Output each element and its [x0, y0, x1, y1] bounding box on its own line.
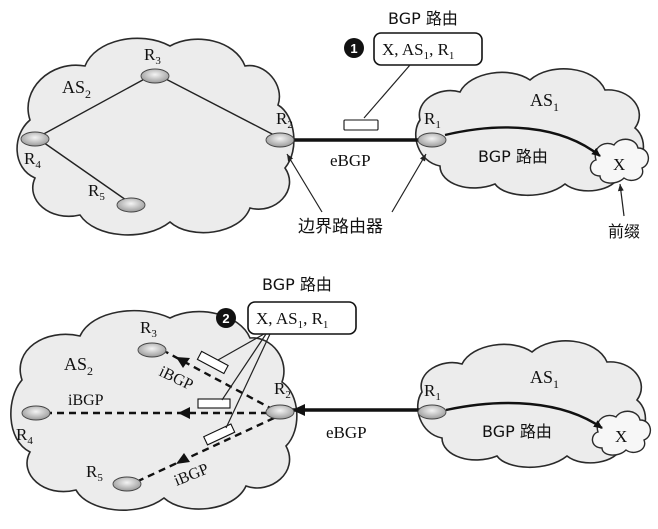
router-r3-top: [140, 68, 170, 84]
ibgp-arrow-r4: [178, 407, 190, 419]
route-box-pointer-r5: [225, 333, 271, 429]
prefix-cloud-bottom: [591, 410, 651, 456]
r2-label-bottom: R2: [274, 379, 291, 401]
bgp-route-arrow-bottom: [445, 401, 603, 429]
link-r3-r2-top: [159, 75, 275, 136]
route-box-pointer-r3: [217, 333, 265, 361]
route-title-top: BGP 路由: [388, 9, 458, 28]
ebgp-label-top: eBGP: [330, 151, 371, 170]
ibgp-arrow-r3: [176, 357, 190, 368]
ebgp-label-bottom: eBGP: [326, 423, 367, 442]
route-packet-r4: [197, 398, 231, 409]
route-packet-r5: [202, 423, 236, 446]
route-box-pointer-top: [363, 64, 411, 119]
as1-label-bottom: AS1: [530, 367, 559, 391]
as2-label-bottom: AS2: [64, 354, 93, 378]
route-packet-top: [343, 119, 379, 131]
router-r2-top: [265, 132, 295, 148]
ibgp-arrow-r5: [176, 453, 190, 464]
as2-cloud-bottom: [10, 309, 298, 511]
r1-label-bottom: R1: [424, 381, 441, 403]
bgp-route-label-top: BGP 路由: [478, 147, 548, 166]
route-box-bottom: [247, 301, 357, 335]
route-title-bottom: BGP 路由: [262, 275, 332, 294]
step-badge-2: [216, 308, 236, 328]
r4-label-bottom: R4: [16, 425, 33, 447]
r3-label-top: R3: [144, 45, 161, 67]
prefix-label: 前缀: [608, 222, 640, 241]
route-box-text-top: X, AS1, R1: [382, 40, 454, 62]
route-box-text-bottom: X, AS1, R1: [256, 309, 328, 331]
router-r4-bottom: [21, 405, 51, 421]
r2-label-top: R2: [276, 109, 293, 131]
prefix-pointer: [617, 183, 625, 217]
r5-label-bottom: R5: [86, 462, 103, 484]
ibgp-label-mid-branch: iBGP: [68, 392, 104, 409]
step-badge-1: [344, 38, 364, 58]
router-r1-top: [417, 132, 447, 148]
border-router-label: 边界路由器: [298, 217, 383, 237]
r4-label-top: R4: [24, 149, 41, 171]
router-r4-top: [20, 131, 50, 147]
as1-label-top: AS1: [530, 90, 559, 114]
step-badge-1-text: 1: [350, 41, 357, 56]
border-router-pointer-r1: [391, 153, 427, 213]
ebgp-arrow-bottom: [292, 404, 305, 416]
prefix-x-bottom: X: [615, 427, 627, 446]
r3-label-bottom: R3: [140, 318, 157, 340]
router-r2-bottom: [265, 404, 295, 420]
as2-label-top: AS2: [62, 77, 91, 101]
prefix-x-top: X: [613, 155, 625, 174]
router-r1-bottom: [417, 404, 447, 420]
router-r5-top: [116, 197, 146, 213]
route-packet-r3: [196, 350, 229, 375]
router-r3-bottom: [137, 342, 167, 358]
ibgp-link-r2-r5: [135, 416, 275, 484]
prefix-cloud-top: [589, 138, 649, 184]
route-box-top: [373, 32, 483, 66]
as2-cloud-top: [16, 37, 295, 236]
r1-label-top: R1: [424, 109, 441, 131]
router-r5-bottom: [112, 476, 142, 492]
link-r3-r4-top: [39, 75, 151, 137]
route-box-pointer-r4: [221, 333, 267, 401]
bgp-route-arrow-top: [444, 126, 601, 157]
link-r4-r5-top: [39, 139, 127, 201]
r5-label-top: R5: [88, 181, 105, 203]
bgp-route-label-bottom: BGP 路由: [482, 422, 552, 441]
step-badge-2-text: 2: [222, 311, 229, 326]
border-router-pointer-r2: [286, 153, 323, 213]
